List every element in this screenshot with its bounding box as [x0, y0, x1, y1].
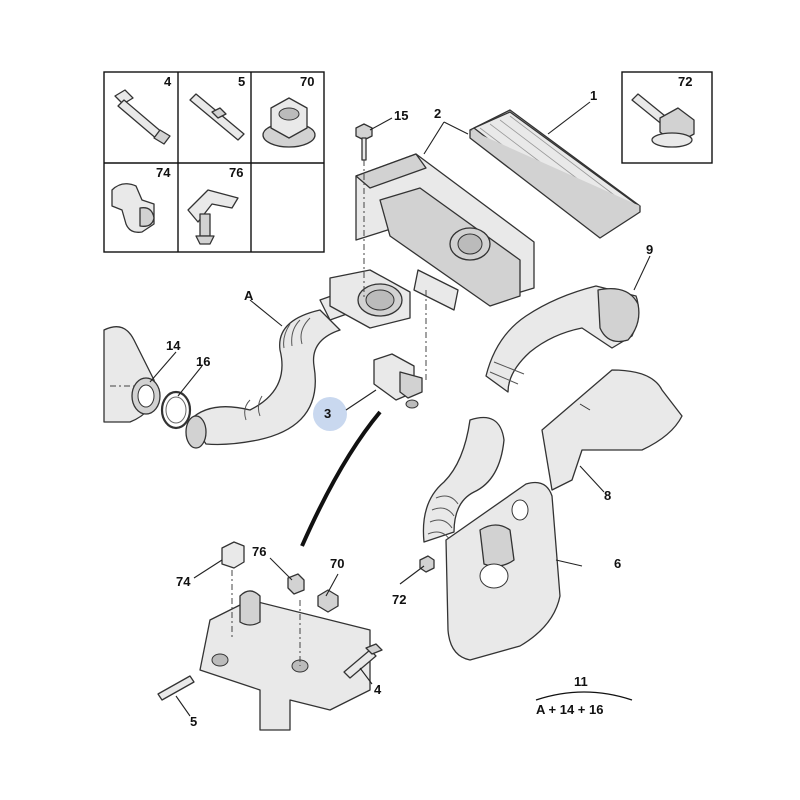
bracket-bolt-4 — [343, 643, 383, 679]
air-deflector-8 — [541, 369, 683, 491]
alignment-lines — [110, 160, 427, 666]
kit-number: 11 — [574, 674, 588, 689]
flange-bolt-icon — [631, 93, 695, 148]
callout-lower-72: 72 — [392, 592, 406, 607]
callout-2: 2 — [434, 106, 441, 121]
air-duct-lower — [422, 416, 505, 543]
bracket-stud-5 — [157, 675, 195, 701]
air-meter-adapter — [329, 269, 411, 329]
callout-8: 8 — [604, 488, 611, 503]
kit-callout-11: 11 A + 14 + 16 — [535, 674, 633, 717]
clip-icon — [111, 183, 155, 233]
callout-16: 16 — [196, 354, 210, 369]
legend-label-4: 4 — [164, 74, 172, 89]
flange-nut-icon — [262, 97, 316, 148]
sensor-3 — [373, 353, 423, 409]
callout-6: 6 — [614, 556, 621, 571]
callout-A: A — [244, 288, 254, 303]
fastener-legend: 4 5 70 74 76 — [103, 71, 325, 253]
seal-ring-14 — [131, 377, 161, 415]
callout-lower-70: 70 — [330, 556, 344, 571]
callout-lower-74: 74 — [176, 574, 191, 589]
fixing-bolt-15 — [355, 123, 373, 161]
callout-1: 1 — [590, 88, 597, 103]
bolt-icon — [114, 89, 171, 145]
callout-3: 3 — [324, 406, 331, 421]
scoop-bolt-72 — [419, 555, 435, 573]
callout-3-highlight — [313, 397, 347, 431]
bracket-nut-70 — [317, 589, 339, 613]
callout-15: 15 — [394, 108, 408, 123]
callout-9: 9 — [646, 242, 653, 257]
bracket-clip-74 — [221, 541, 245, 569]
air-duct-9 — [485, 285, 640, 393]
kit-contents: A + 14 + 16 — [536, 702, 603, 717]
fastener-clip-icon — [187, 189, 239, 245]
hose-clamp-16 — [160, 390, 192, 430]
callout-lower-4: 4 — [374, 682, 382, 697]
callout-labels: 1 2 3 6 8 9 14 15 16 A 74 76 70 72 4 5 — [166, 88, 653, 729]
callout-lower-76: 76 — [252, 544, 266, 559]
air-filter-housing — [355, 153, 535, 311]
callout-14: 14 — [166, 338, 181, 353]
legend-label-74: 74 — [156, 165, 171, 180]
bracket-fastener-76 — [287, 573, 305, 595]
leader-lines — [149, 101, 651, 717]
callout-lower-5: 5 — [190, 714, 197, 729]
legend-label-76: 76 — [229, 165, 243, 180]
bolt-legend-72: 72 — [621, 71, 713, 164]
mounting-bracket — [199, 590, 371, 731]
legend-label-5: 5 — [238, 74, 245, 89]
legend-label-72: 72 — [678, 74, 692, 89]
air-intake-scoop-6 — [445, 481, 561, 661]
stud-icon — [189, 93, 245, 141]
air-filter-element — [469, 109, 641, 239]
legend-label-70: 70 — [300, 74, 314, 89]
